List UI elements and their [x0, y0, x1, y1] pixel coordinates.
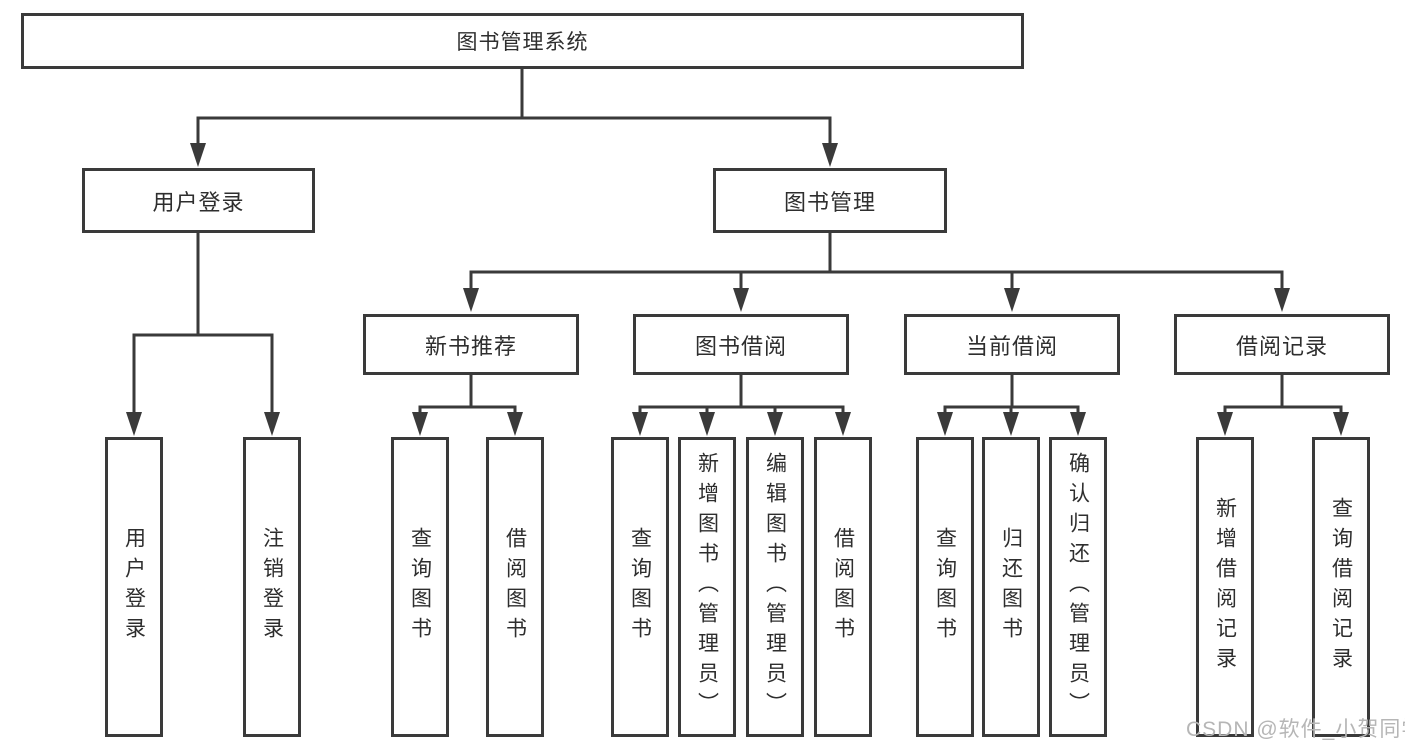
node-label: 查询图书 [408, 527, 432, 647]
node-label: 查询借阅记录 [1329, 497, 1353, 677]
leaf-add-borrow-record: 新增借阅记录 [1196, 437, 1254, 737]
node-library-system: 图书管理系统 [21, 13, 1024, 69]
leaf-user-login: 用户登录 [105, 437, 163, 737]
node-book-management: 图书管理 [713, 168, 947, 233]
node-label: 编辑图书（管理员） [763, 452, 787, 722]
leaf-query-borrow-record: 查询借阅记录 [1312, 437, 1370, 737]
node-label: 确认归还（管理员） [1066, 452, 1090, 722]
leaf-borrow-books-borrowing: 借阅图书 [814, 437, 872, 737]
node-label: 新增借阅记录 [1213, 497, 1237, 677]
leaf-query-books-borrowing: 查询图书 [611, 437, 669, 737]
node-label: 借阅图书 [503, 527, 527, 647]
leaf-query-books-current: 查询图书 [916, 437, 974, 737]
node-new-book-recommend: 新书推荐 [363, 314, 579, 375]
watermark: CSDN @软件_小贺同学 [1186, 718, 1405, 741]
node-label: 借阅记录 [1235, 333, 1328, 359]
node-user-login: 用户登录 [82, 168, 315, 233]
node-book-borrowing: 图书借阅 [633, 314, 849, 375]
node-label: 新书推荐 [424, 333, 517, 359]
node-label: 借阅图书 [831, 527, 855, 647]
node-label: 新增图书（管理员） [695, 452, 719, 722]
leaf-borrow-books-recommend: 借阅图书 [486, 437, 544, 737]
node-label: 查询图书 [628, 527, 652, 647]
node-label: 图书管理系统 [456, 31, 589, 54]
leaf-edit-book-admin: 编辑图书（管理员） [746, 437, 804, 737]
node-label: 用户登录 [152, 189, 245, 215]
leaf-logout: 注销登录 [243, 437, 301, 737]
node-current-borrowing: 当前借阅 [904, 314, 1120, 375]
leaf-add-book-admin: 新增图书（管理员） [678, 437, 736, 737]
node-label: 图书管理 [783, 189, 876, 215]
leaf-return-book: 归还图书 [982, 437, 1040, 737]
node-label: 归还图书 [999, 527, 1023, 647]
node-label: 查询图书 [933, 527, 957, 647]
node-label: 注销登录 [260, 527, 284, 647]
leaf-confirm-return-admin: 确认归还（管理员） [1049, 437, 1107, 737]
node-label: 当前借阅 [965, 333, 1058, 359]
node-label: 图书借阅 [694, 333, 787, 359]
node-label: 用户登录 [122, 527, 146, 647]
node-borrow-records: 借阅记录 [1174, 314, 1390, 375]
leaf-query-books-recommend: 查询图书 [391, 437, 449, 737]
